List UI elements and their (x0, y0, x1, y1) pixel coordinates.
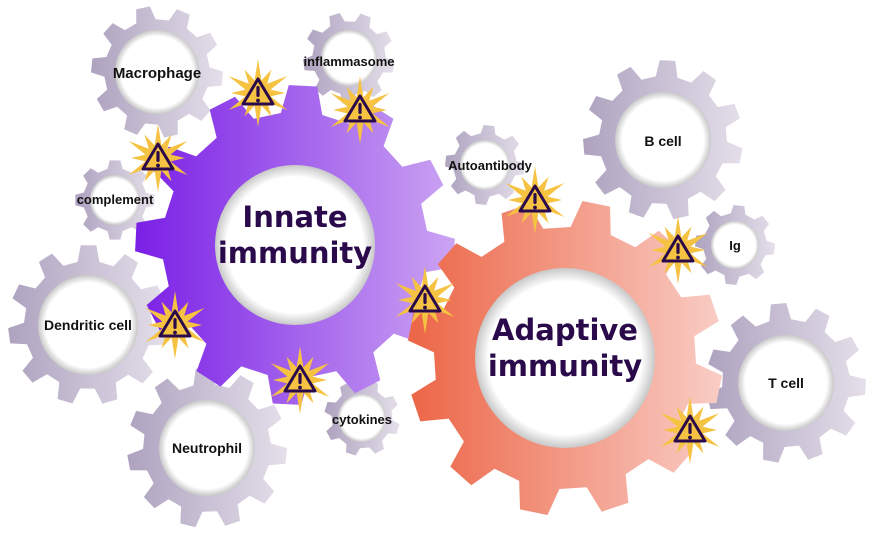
warning-triangle-icon (395, 266, 455, 334)
gear-label-dendritic: Dendritic cell (44, 317, 132, 333)
gear-autoantibody (445, 125, 525, 205)
gear-hole (321, 30, 377, 86)
main-gear-title-line2: immunity (218, 236, 372, 270)
gear-ig (695, 205, 775, 285)
gear-inflammasome (303, 13, 395, 104)
gear-dendritic (8, 245, 168, 404)
warning-triangle-icon (228, 59, 288, 127)
gear-tcell (706, 303, 866, 463)
main-gear-title-line1: Adaptive (492, 313, 638, 347)
gear-hole (115, 30, 199, 114)
gear-label-bcell: B cell (644, 133, 681, 149)
gear-cytokines (324, 380, 400, 456)
gear-hole (460, 140, 510, 190)
gear-label-inflammasome: inflammasome (303, 54, 394, 69)
gear-label-complement: complement (77, 192, 154, 207)
main-gear-title-line2: immunity (488, 349, 642, 383)
gear-label-ig: Ig (729, 238, 741, 253)
warning-triangle-icon (330, 76, 390, 144)
gear-hole (215, 165, 375, 325)
warning-triangle-icon (270, 346, 330, 414)
gear-hole (738, 335, 834, 431)
gear-hole (615, 92, 711, 188)
gear-hole (338, 394, 386, 442)
gear-macrophage (91, 6, 223, 138)
gear-hole (38, 275, 138, 375)
gear-hole (159, 400, 255, 496)
gear-hole (475, 268, 655, 448)
gear-label-cytokines: cytokines (332, 412, 392, 427)
gear-bcell (583, 60, 743, 220)
gear-hole (90, 175, 140, 225)
warning-triangle-icon (648, 216, 708, 284)
warning-triangle-icon (505, 166, 565, 234)
gear-neutrophil (127, 368, 287, 528)
gear-label-tcell: T cell (768, 375, 804, 391)
gear-label-neutrophil: Neutrophil (172, 440, 242, 456)
gear-complement (75, 160, 155, 240)
gear-label-macrophage: Macrophage (113, 65, 201, 82)
gear-hole (711, 221, 759, 269)
main-gear-adaptive (408, 201, 722, 515)
main-gear-title-line1: Innate (242, 200, 347, 234)
warning-triangle-icon (145, 291, 205, 359)
warning-triangle-icon (128, 124, 188, 192)
main-gear-innate (135, 85, 455, 405)
gear-label-autoantibody: Autoantibody (448, 158, 533, 173)
warning-triangle-icon (660, 396, 720, 464)
